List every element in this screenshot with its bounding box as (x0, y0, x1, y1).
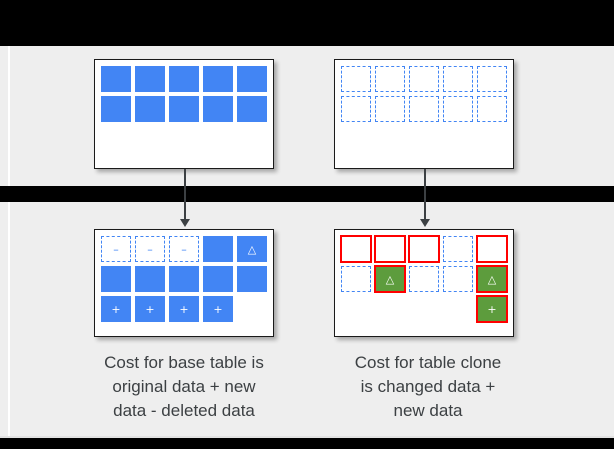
table-cell-ghost (443, 96, 473, 122)
panel-bottom-rule (0, 436, 614, 438)
table-row (341, 96, 511, 126)
table-cell-filled (135, 96, 165, 122)
plus-icon: + (179, 302, 189, 316)
delta-icon: △ (247, 242, 257, 256)
table-cell-ghost (341, 96, 371, 122)
panel-left-edge-line-lower (8, 202, 10, 436)
arrow-base-table-head (180, 219, 190, 227)
table-cell-filled (101, 266, 131, 292)
arrow-clone-table (424, 169, 426, 221)
table-cell-filled (237, 96, 267, 122)
table-cell-ghost (341, 266, 371, 292)
table-cell-filled (169, 96, 199, 122)
table-cell-filled (135, 66, 165, 92)
table-cell-filled (101, 96, 131, 122)
table-row (101, 96, 271, 126)
base-table-caption-line-1: Cost for base table is (104, 353, 264, 372)
table-cell-empty (375, 296, 405, 322)
table-cell-filled: + (135, 296, 165, 322)
table-cell-ghost (341, 66, 371, 92)
table-cell-ghost (409, 266, 439, 292)
table-row: △△ (341, 265, 511, 296)
clone-table-original-grid (341, 66, 511, 126)
table-cell-empty (341, 296, 371, 322)
table-row (101, 66, 271, 96)
clone-table-after-grid: △△+ (340, 235, 511, 326)
table-cell-ghost (409, 66, 439, 92)
table-cell-filled (169, 66, 199, 92)
plus-icon: + (487, 302, 497, 316)
table-cell-green-marked: + (476, 295, 508, 323)
base-table-original-grid (101, 66, 271, 126)
table-cell-filled (237, 266, 267, 292)
table-cell-filled (101, 66, 131, 92)
table-cell-ghost (409, 96, 439, 122)
table-cell-empty (409, 296, 439, 322)
table-cell-ghost (477, 96, 507, 122)
table-cell-ghost (443, 66, 473, 92)
table-cell-filled: + (101, 296, 131, 322)
table-row: + + + + (101, 296, 271, 326)
base-table-caption-line-2: original data + new (112, 377, 256, 397)
table-cell-filled: + (203, 296, 233, 322)
table-cell-green-marked: △ (374, 265, 406, 293)
table-cell-ghost: – (101, 236, 131, 262)
table-cell-filled (203, 66, 233, 92)
arrow-clone-table-head (420, 219, 430, 227)
table-cell-filled (135, 266, 165, 292)
table-cell-ghost (443, 236, 473, 262)
base-table-original-card (94, 59, 274, 169)
table-cell-green-marked: △ (476, 265, 508, 293)
table-cell-filled: + (169, 296, 199, 322)
table-cell-ghost: – (135, 236, 165, 262)
table-cell-filled (237, 66, 267, 92)
table-cell-ghost-marked (374, 235, 406, 263)
panel-left-edge-line (8, 46, 10, 186)
table-row: – – – △ (101, 236, 271, 266)
table-cell-ghost (477, 66, 507, 92)
base-table-after-grid: – – – △ + + + + (101, 236, 271, 326)
clone-table-caption-line-3: new data (393, 401, 463, 421)
clone-table-original-card (334, 59, 514, 169)
table-row (340, 235, 511, 266)
arrow-base-table (184, 169, 186, 221)
table-cell-filled (203, 266, 233, 292)
table-cell-filled (203, 96, 233, 122)
table-row (341, 66, 511, 96)
table-row: + (341, 295, 511, 326)
table-cell-ghost: – (169, 236, 199, 262)
clone-table-after-card: △△+ (334, 229, 514, 337)
table-cell-ghost (375, 66, 405, 92)
table-cell-filled: △ (237, 236, 267, 262)
minus-icon: – (147, 242, 153, 256)
table-cell-ghost-marked (476, 235, 508, 263)
plus-icon: + (111, 302, 121, 316)
table-cell-ghost-marked (408, 235, 440, 263)
minus-icon: – (181, 242, 187, 256)
table-cell-filled (169, 266, 199, 292)
table-cell-ghost (443, 266, 473, 292)
delta-icon: △ (385, 272, 395, 286)
delta-icon: △ (487, 272, 497, 286)
table-cell-filled (203, 236, 233, 262)
plus-icon: + (213, 302, 223, 316)
clone-table-caption: Cost for table clone is changed data + n… (326, 351, 530, 423)
plus-icon: + (145, 302, 155, 316)
table-row (101, 266, 271, 296)
base-table-after-card: – – – △ + + + + (94, 229, 274, 337)
minus-icon: – (113, 242, 119, 256)
base-table-caption-line-3: data - deleted data (113, 401, 255, 421)
table-cell-ghost-marked (340, 235, 372, 263)
table-cell-empty (237, 296, 267, 322)
base-table-caption: Cost for base table is original data + n… (82, 351, 286, 423)
clone-table-caption-line-2: is changed data + (360, 377, 496, 397)
table-cell-ghost (375, 96, 405, 122)
table-cell-empty (443, 296, 473, 322)
clone-table-caption-line-1: Cost for table clone (354, 353, 502, 372)
upper-slide-panel (0, 46, 614, 186)
